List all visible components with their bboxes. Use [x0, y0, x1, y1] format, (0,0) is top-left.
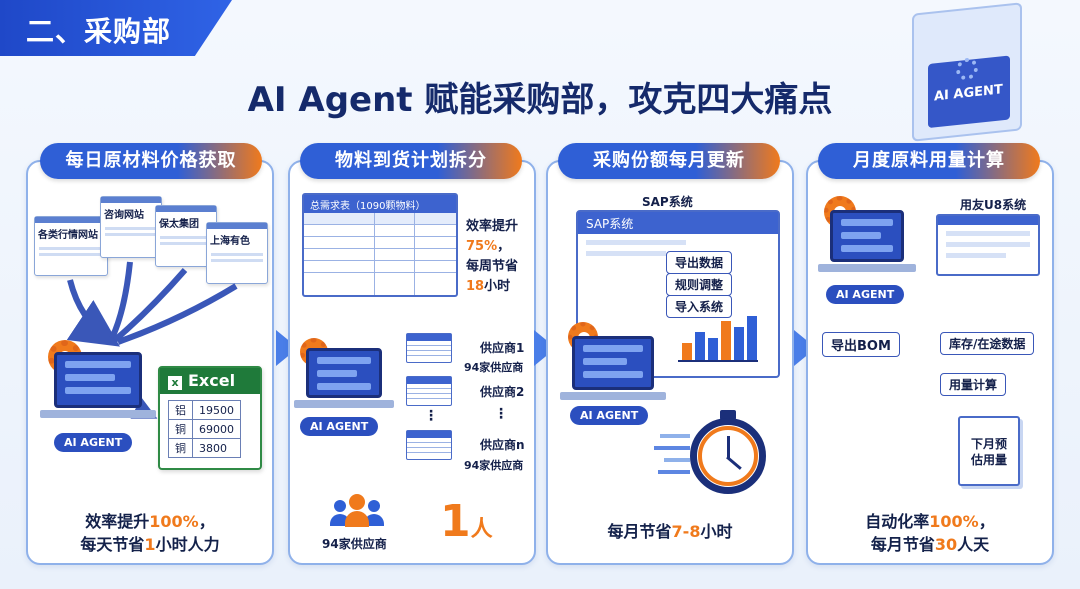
- ai-agent-badge: AI AGENT: [300, 417, 379, 436]
- u8-window: [936, 214, 1040, 276]
- laptop-base: [40, 410, 156, 418]
- card-title-usage-calc: 月度原料用量计算: [818, 143, 1040, 179]
- vertical-dots: ⋮: [494, 406, 508, 422]
- action-import: 导入系统: [666, 295, 733, 318]
- excel-cell: 3800: [192, 438, 241, 458]
- supplier-sheet: [406, 430, 452, 460]
- card-summary: 每月节省7-8小时: [607, 522, 733, 541]
- ai-agent-badge: AI AGENT: [570, 406, 649, 425]
- supplier-sheet: [406, 333, 452, 363]
- system-label: 用友U8系统: [960, 198, 1027, 212]
- supplier-count: 94家供应商: [464, 459, 524, 472]
- card-summary: 效率提升100%， 每天节省1小时人力: [80, 512, 220, 554]
- website-label: 保太集团: [159, 219, 199, 230]
- excel-cell: 19500: [192, 400, 241, 420]
- laptop-base: [560, 392, 666, 400]
- sap-header: SAP系统: [642, 195, 693, 209]
- excel-cell: 69000: [192, 419, 241, 439]
- laptop-base: [818, 264, 916, 272]
- chart-bar: [747, 316, 757, 360]
- supplier-label: 供应商1: [480, 341, 525, 355]
- step-stock-data: 库存/在途数据: [940, 332, 1035, 355]
- supplier-count: 94家供应商: [464, 361, 524, 374]
- document-label: 下月预估用量: [970, 437, 1007, 467]
- excel-label: Excel: [188, 371, 236, 390]
- card-title-share-update: 采购份额每月更新: [558, 143, 780, 179]
- chart-bar: [734, 327, 744, 360]
- laptop-screen: [306, 348, 382, 398]
- website-label: 各类行情网站: [38, 230, 98, 241]
- supplier-label: 供应商2: [480, 385, 525, 399]
- website-card: 上海有色: [206, 222, 268, 284]
- step-usage-calc: 用量计算: [940, 373, 1007, 396]
- speed-lines: [650, 430, 690, 486]
- excel-cell: 铜: [168, 438, 193, 458]
- page-title: AI Agent 赋能采购部，攻克四大痛点: [247, 80, 833, 120]
- website-label: 上海有色: [210, 236, 250, 247]
- ai-agent-badge: AI AGENT: [54, 433, 133, 452]
- chart-bar: [708, 338, 718, 360]
- people-label: 94家供应商: [322, 537, 387, 551]
- efficiency-text: 效率提升 75%， 每周节省 18小时: [466, 219, 519, 294]
- laptop-screen: [54, 352, 142, 408]
- chart-bar: [682, 343, 692, 360]
- result-count: 1人: [440, 496, 493, 547]
- laptop-base: [294, 400, 394, 408]
- ai-agent-badge: AI AGENT: [826, 285, 905, 304]
- card-summary: 自动化率100%， 每月节省30人天: [865, 512, 995, 554]
- people-icon: [330, 494, 386, 530]
- website-label: 咨询网站: [104, 210, 144, 221]
- demand-table-title: 总需求表（1090颗物料）: [304, 195, 456, 213]
- excel-cell: 铝: [168, 400, 193, 420]
- chart-bar: [695, 332, 705, 360]
- vertical-dots: ⋮: [424, 408, 438, 424]
- laptop-screen: [572, 336, 654, 390]
- card-title-price-fetch: 每日原材料价格获取: [40, 143, 262, 179]
- laptop-screen: [830, 210, 904, 262]
- website-card: 咨询网站: [100, 196, 162, 258]
- stopwatch-icon: [690, 410, 768, 496]
- demand-table: 总需求表（1090颗物料）: [302, 193, 458, 297]
- supplier-sheet: [406, 376, 452, 406]
- action-rule-adjust: 规则调整: [666, 273, 733, 296]
- action-export: 导出数据: [666, 251, 733, 274]
- sap-window-title: SAP系统: [578, 212, 778, 234]
- step-export-bom: 导出BOM: [822, 332, 900, 357]
- document-icon: 下月预估用量: [958, 416, 1020, 486]
- chart-bar: [721, 321, 731, 360]
- card-title-delivery-split: 物料到货计划拆分: [300, 143, 522, 179]
- supplier-label: 供应商n: [480, 438, 525, 452]
- excel-cell: 铜: [168, 419, 193, 439]
- bar-chart: [678, 316, 758, 362]
- section-tag: 二、采购部: [0, 0, 232, 56]
